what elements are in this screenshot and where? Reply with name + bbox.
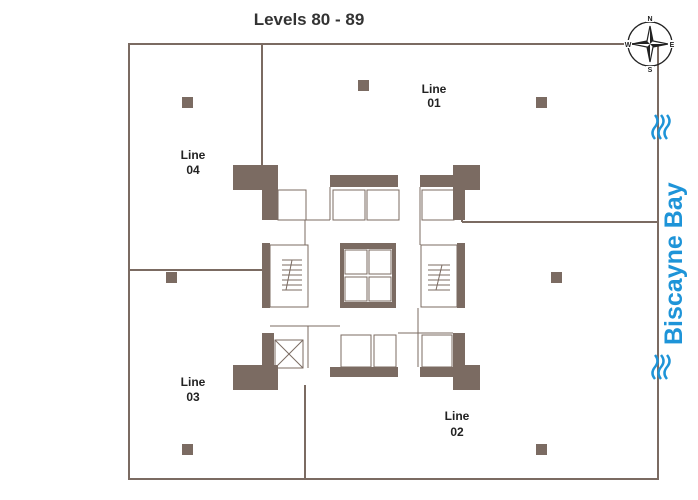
columns <box>166 80 562 455</box>
water-label: Biscayne Bay <box>660 182 688 345</box>
compass-south: S <box>648 67 653 74</box>
water-waves-icon-top <box>651 114 671 140</box>
compass-icon: N E S W <box>624 14 676 74</box>
core-lines <box>269 187 458 369</box>
unit-label-line-04: Line <box>181 148 206 162</box>
unit-walls <box>128 43 659 480</box>
page-title: Levels 80 - 89 <box>0 10 698 30</box>
unit-number-02: 02 <box>450 425 464 439</box>
unit-number-01: 01 <box>427 96 441 110</box>
core-walls <box>233 165 480 390</box>
title-text: Levels 80 - 89 <box>253 10 365 29</box>
unit-label-line-01: Line <box>422 82 447 96</box>
unit-number-03: 03 <box>186 390 200 404</box>
compass-north: N <box>647 16 652 23</box>
unit-number-04: 04 <box>186 163 200 177</box>
compass-west: W <box>625 42 632 49</box>
water-waves-icon-bottom <box>651 354 671 380</box>
unit-label-line-02: Line <box>445 409 470 423</box>
unit-label-line-03: Line <box>181 375 206 389</box>
compass-east: E <box>670 42 675 49</box>
